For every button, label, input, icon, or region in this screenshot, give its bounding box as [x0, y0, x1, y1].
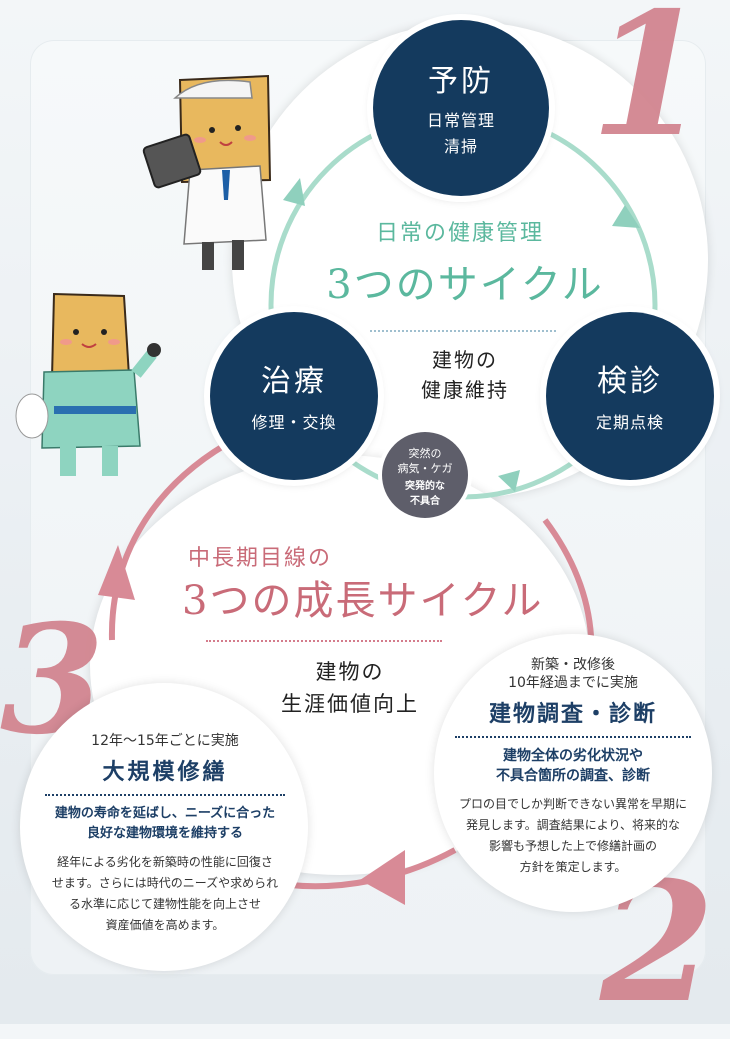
health-center-line1: 建物の [432, 348, 498, 372]
renovation-lead-2: 良好な建物環境を維持する [86, 826, 243, 841]
checkup-circle: 検診 定期点検 [546, 312, 714, 480]
renovation-divider [45, 794, 285, 796]
renovation-title: 大規模修繕 [102, 760, 228, 785]
checkup-line1: 定期点検 [595, 413, 664, 432]
prevention-line1: 日常管理 [426, 111, 495, 130]
survey-divider [455, 736, 691, 738]
health-center-line2: 健康維持 [421, 378, 509, 402]
growth-divider [206, 640, 442, 642]
pink-arrowhead-bottom [360, 850, 405, 905]
renovation-content: 12年〜15年ごとに実施 大規模修繕 建物の寿命を延ばし、ニーズに合った 良好な… [24, 704, 306, 936]
survey-lead-2: 不具合箇所の調査、診断 [496, 768, 650, 784]
growth-cycle-title: 中長期目線の [188, 546, 333, 571]
prevention-circle: 予防 日常管理 清掃 [373, 20, 549, 196]
renovation-body-3: る水準に応じて建物性能を向上させ [68, 897, 261, 911]
survey-kicker-2: 10年経過までに実施 [508, 675, 638, 691]
health-cycle-title: 日常の健康管理 [375, 221, 544, 246]
teal-arrowhead-bottom [498, 470, 520, 492]
treatment-circle: 治療 修理・交換 [210, 312, 378, 480]
survey-body-2: 発見します。調査結果により、将来的な [465, 818, 681, 832]
survey-kicker-1: 新築・改修後 [531, 657, 615, 673]
prevention-line2: 清掃 [443, 137, 478, 156]
renovation-body: 経年による劣化を新築時の性能に回復さ せます。さらには時代のニーズや求められ る… [24, 852, 306, 936]
health-cycle-subtitle: 3つのサイクル [326, 262, 604, 308]
growth-cycle-arc-left [108, 442, 227, 641]
growth-cycle-subtitle: 3つの成長サイクル [182, 578, 544, 624]
mascot-worker-illustration [15, 292, 161, 476]
growth-center-line2: 生涯価値向上 [281, 692, 419, 716]
treatment-title: 治療 [261, 364, 327, 399]
survey-body: プロの目でしか判断できない異常を早期に 発見します。調査結果により、将来的な 影… [436, 794, 710, 878]
survey-lead-1: 建物全体の劣化状況や [503, 748, 643, 764]
renovation-body-4: 資産価値を高めます。 [105, 918, 225, 932]
prevention-title: 予防 [428, 64, 494, 99]
survey-body-4: 方針を策定します。 [519, 860, 627, 874]
growth-center: 建物の 生涯価値向上 [265, 656, 435, 720]
number-one: 1 [590, 0, 709, 175]
teal-arrowhead-right [612, 205, 640, 228]
renovation-circle [20, 683, 308, 971]
health-center: 建物の 健康維持 [400, 345, 530, 405]
checkup-title: 検診 [597, 364, 663, 399]
growth-center-line1: 建物の [315, 660, 385, 684]
treatment-line1: 修理・交換 [251, 413, 337, 432]
survey-body-3: 影響も予想した上で修繕計画の [488, 839, 657, 853]
survey-content: 新築・改修後 10年経過までに実施 建物調査・診断 建物全体の劣化状況や 不具合… [436, 656, 710, 878]
renovation-body-1: 経年による劣化を新築時の性能に回復さ [57, 855, 273, 869]
survey-body-1: プロの目でしか判断できない異常を早期に [458, 797, 687, 811]
renovation-lead-1: 建物の寿命を延ばし、ニーズに合った [54, 806, 276, 821]
health-divider [370, 330, 556, 332]
survey-title: 建物調査・診断 [488, 702, 657, 727]
sudden-line2: 病気・ケガ [397, 462, 453, 475]
mascot-inspector-illustration [142, 74, 272, 270]
renovation-body-2: せます。さらには時代のニーズや求められ [51, 876, 279, 890]
sudden-sub1: 突発的な [405, 481, 445, 492]
sudden-sub2: 不具合 [410, 496, 440, 507]
renovation-kicker: 12年〜15年ごとに実施 [91, 733, 239, 749]
sudden-line1: 突然の [408, 447, 442, 460]
survey-circle [434, 634, 712, 912]
sudden-circle: 突然の 病気・ケガ 突発的な 不具合 [382, 432, 468, 518]
pink-arrowhead-left [98, 545, 135, 600]
teal-arrowhead-left [283, 178, 305, 206]
